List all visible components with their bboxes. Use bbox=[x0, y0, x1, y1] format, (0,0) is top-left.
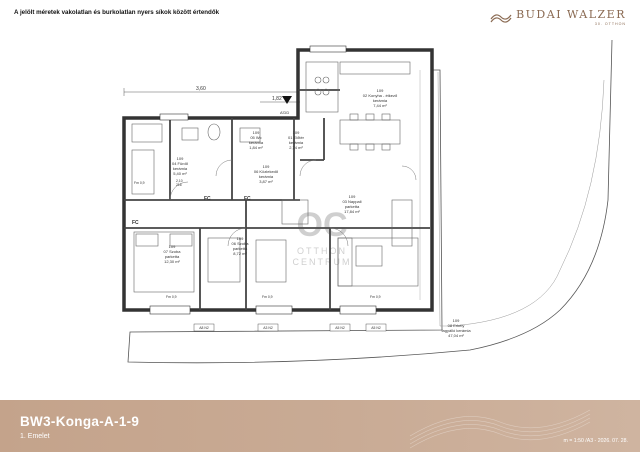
brand-name: BUDAI WALZER bbox=[516, 8, 626, 21]
window-tag: A3 N2 bbox=[257, 323, 279, 332]
svg-text:A5 N2: A5 N2 bbox=[335, 326, 345, 330]
svg-text:A3 N2: A3 N2 bbox=[263, 326, 273, 330]
window-tag: A5 N2 bbox=[365, 323, 387, 332]
floor-label: 1. Emelet bbox=[20, 433, 50, 440]
svg-text:01 Előtér: 01 Előtér bbox=[288, 135, 305, 140]
brand-subtitle: 30. OTTHON bbox=[594, 22, 626, 26]
sill-label: Fm 0,9 bbox=[262, 295, 273, 299]
svg-text:3,87 m²: 3,87 m² bbox=[259, 179, 273, 184]
svg-text:8,72 m²: 8,72 m² bbox=[233, 251, 247, 256]
svg-text:5,40 m²: 5,40 m² bbox=[173, 171, 187, 176]
arrow-down-icon bbox=[282, 96, 292, 104]
dimension-note: A jelölt méretek vakolatlan és burkolatl… bbox=[14, 9, 220, 16]
room-label: 109 02 Konyha - étkező kerámia 7,44 m² bbox=[363, 88, 398, 108]
balcony-inner-line bbox=[437, 71, 605, 327]
svg-text:05 Wc: 05 Wc bbox=[250, 135, 261, 140]
svg-text:12,30 m²: 12,30 m² bbox=[164, 259, 180, 264]
room-label: 109 06 Közlekedő kerámia 3,87 m² bbox=[254, 164, 279, 184]
watermark-line: CENTRUM bbox=[293, 257, 352, 267]
svg-text:02 Konyha - étkező: 02 Konyha - étkező bbox=[363, 93, 398, 98]
svg-text:17,84 m²: 17,84 m² bbox=[344, 209, 360, 214]
svg-text:A8 N2: A8 N2 bbox=[199, 326, 209, 330]
svg-text:04 Fürdő: 04 Fürdő bbox=[172, 161, 189, 166]
brand-logo: BUDAI WALZER 30. OTTHON bbox=[490, 8, 626, 26]
room-label: 109 06 Szoba parketta 8,72 m² bbox=[232, 236, 250, 256]
room-label: 109 03 Nappali parketta 17,84 m² bbox=[342, 194, 361, 214]
svg-text:kerámia: kerámia bbox=[259, 174, 274, 179]
svg-text:109: 109 bbox=[169, 244, 176, 249]
window-tag: A8 N2 bbox=[193, 323, 215, 332]
kitchen-furniture bbox=[305, 61, 411, 151]
svg-text:06 Szoba: 06 Szoba bbox=[232, 241, 250, 246]
svg-text:A5 N2: A5 N2 bbox=[371, 326, 381, 330]
bathroom-fixtures bbox=[131, 123, 261, 195]
svg-text:parketta: parketta bbox=[165, 254, 180, 259]
svg-text:109: 109 bbox=[177, 156, 184, 161]
svg-text:08 Erkély: 08 Erkély bbox=[448, 323, 465, 328]
window-markers bbox=[149, 45, 377, 315]
svg-text:03 Nappali: 03 Nappali bbox=[342, 199, 361, 204]
svg-text:47,04 m²: 47,04 m² bbox=[448, 333, 464, 338]
svg-text:parketta: parketta bbox=[233, 246, 248, 251]
window-tag: A5 N2 bbox=[329, 323, 351, 332]
svg-text:kerámia: kerámia bbox=[249, 140, 264, 145]
svg-text:kerámia: kerámia bbox=[173, 166, 188, 171]
dimension-lines bbox=[123, 88, 300, 103]
room-label: 109 07 Szoba parketta 12,30 m² bbox=[164, 244, 182, 264]
interior-walls bbox=[124, 89, 430, 310]
room-label: 109 04 Fürdő kerámia 5,40 m² bbox=[172, 156, 189, 176]
watermark: OC OTTHON CENTRUM bbox=[293, 206, 352, 267]
svg-text:109: 109 bbox=[293, 130, 300, 135]
watermark-line: OTTHON bbox=[297, 246, 347, 256]
svg-text:109: 109 bbox=[253, 130, 260, 135]
floor-plan: 3,60 1,82 A'DD FC FC FC 109 02 Konyha - … bbox=[122, 40, 613, 364]
svg-text:kerámia: kerámia bbox=[289, 140, 304, 145]
svg-text:109: 109 bbox=[237, 236, 244, 241]
svg-text:109: 109 bbox=[349, 194, 356, 199]
svg-text:109: 109 bbox=[453, 318, 460, 323]
wave-logo-icon bbox=[490, 14, 512, 23]
scale-date: m = 1:50 /A3 - 2026. 07. 28. bbox=[563, 438, 628, 444]
sill-label: Fm 0,9 bbox=[370, 295, 381, 299]
room-label: 109 01 Előtér kerámia 2,74 m² bbox=[288, 130, 305, 150]
decorative-wave bbox=[409, 409, 591, 449]
apartment-code: BW3-Konga-A-1-9 bbox=[20, 414, 140, 429]
svg-text:1,84 m²: 1,84 m² bbox=[249, 145, 263, 150]
room-label: 109 08 Erkély fagyálló kerámia 47,04 m² bbox=[441, 318, 471, 338]
dimension-label: 1,82 bbox=[272, 96, 282, 102]
living-furniture bbox=[337, 199, 419, 287]
footer-bar: BW3-Konga-A-1-9 1. Emelet m = 1:50 /A3 -… bbox=[0, 400, 640, 452]
room-label: 109 05 Wc kerámia 1,84 m² bbox=[249, 130, 264, 150]
dimension-label: 3,60 bbox=[196, 86, 206, 92]
fc-marker: FC bbox=[244, 196, 251, 202]
bedroom-furniture bbox=[133, 199, 309, 293]
svg-text:parketta: parketta bbox=[345, 204, 360, 209]
svg-text:109: 109 bbox=[263, 164, 270, 169]
fc-marker: FC bbox=[204, 196, 211, 202]
svg-text:07 Szoba: 07 Szoba bbox=[164, 249, 182, 254]
svg-text:7,44 m²: 7,44 m² bbox=[373, 103, 387, 108]
balcony-outline bbox=[127, 40, 613, 364]
entry-marker: A'DD bbox=[280, 96, 292, 115]
small-label: 216 bbox=[176, 183, 182, 187]
small-label: Fm 0,9 bbox=[134, 181, 145, 185]
sill-label: Fm 0,9 bbox=[166, 295, 177, 299]
watermark-monogram: OC bbox=[297, 206, 348, 244]
exterior-walls bbox=[122, 48, 434, 312]
small-label: 2,10 bbox=[176, 179, 183, 183]
svg-text:109: 109 bbox=[377, 88, 384, 93]
svg-text:fagyálló kerámia: fagyálló kerámia bbox=[441, 328, 471, 333]
svg-text:06 Közlekedő: 06 Közlekedő bbox=[254, 169, 279, 174]
entry-label: A'DD bbox=[280, 110, 289, 115]
fc-marker: FC bbox=[132, 220, 139, 226]
door-swings bbox=[169, 159, 417, 247]
svg-text:2,74 m²: 2,74 m² bbox=[289, 145, 303, 150]
svg-text:kerámia: kerámia bbox=[373, 98, 388, 103]
